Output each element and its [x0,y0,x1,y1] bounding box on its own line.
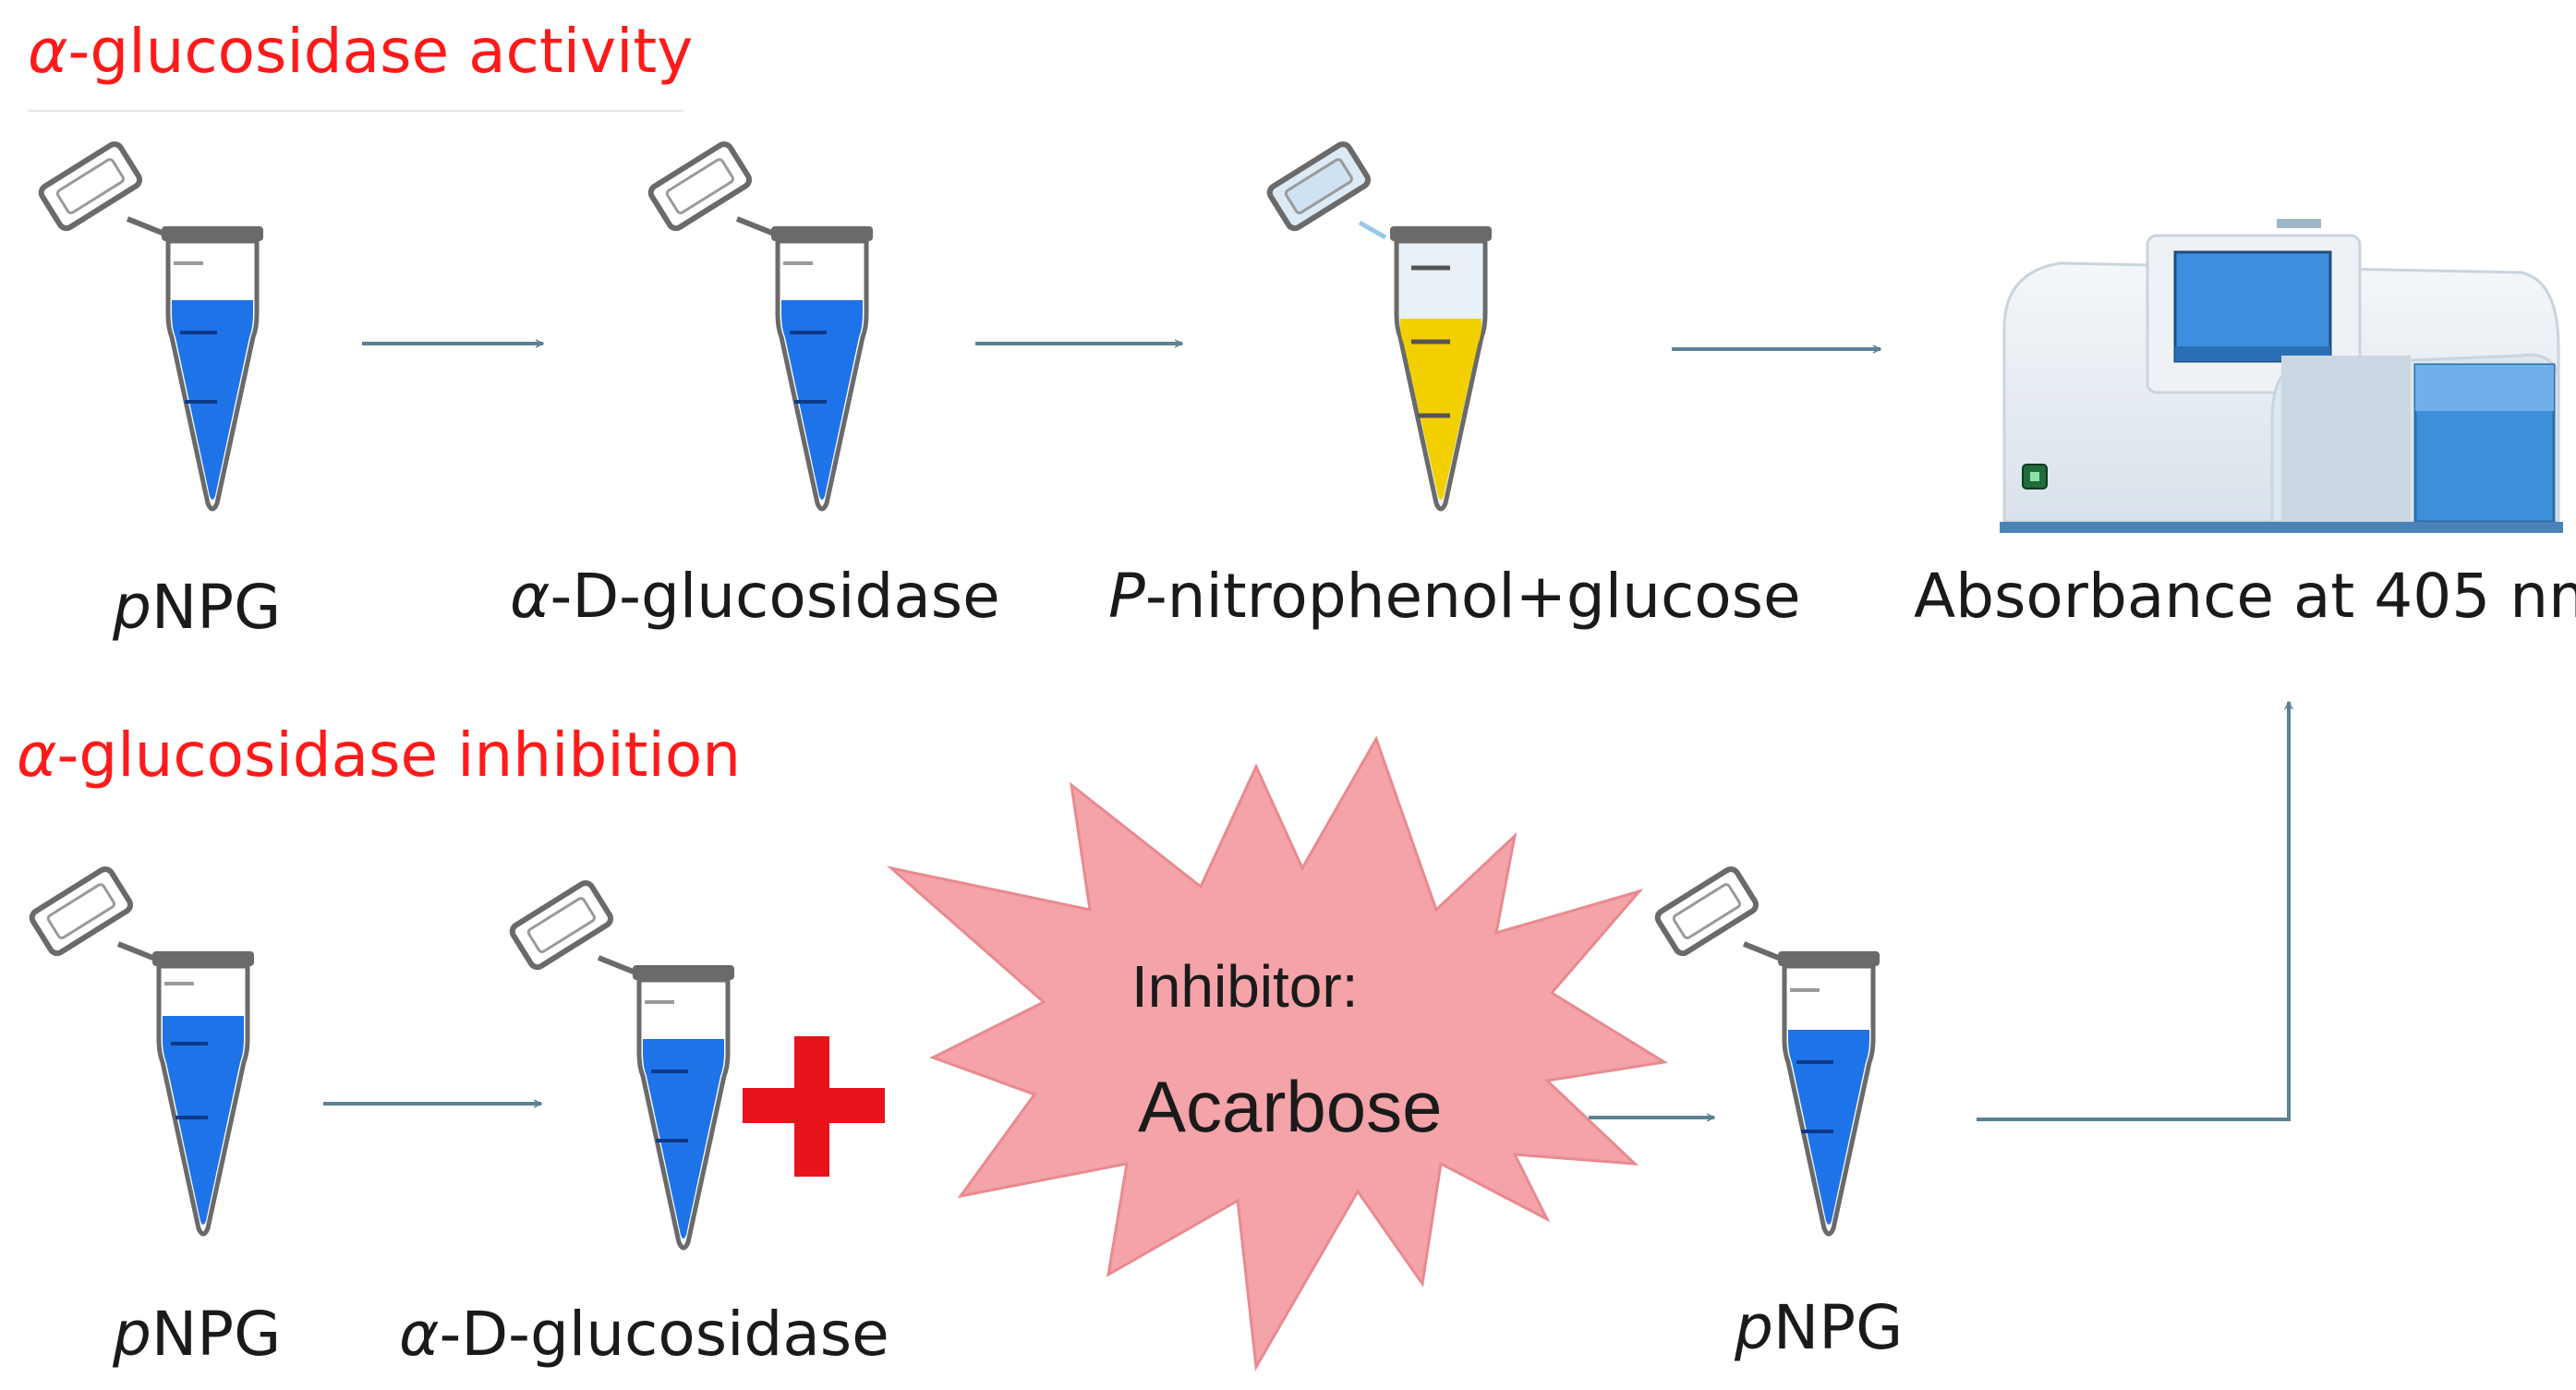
activity-title: α-glucosidase activity [28,16,693,87]
label-absorbance: Absorbance at 405 nm [1914,561,2576,632]
inhibitor-name: Acarbose [1138,1066,1443,1147]
tube-enzyme-activity [648,141,873,509]
inhibition-title: α-glucosidase inhibition [17,719,741,791]
label-pnpg-activity: pNPG [112,572,281,643]
label-pnpg-result: pNPG [1734,1292,1903,1363]
tube-pnpg-activity [39,141,263,509]
label-enzyme-inhibition: α-D-glucosidase [399,1299,889,1370]
microplate-reader-icon [2000,219,2563,533]
label-product-activity: P-nitrophenol+glucose [1108,561,1801,632]
plus-icon [743,1036,885,1177]
starburst-icon [886,735,1669,1372]
inhibitor-label: Inhibitor: [1131,953,1358,1020]
tube-pnpg-inhibition [30,866,254,1234]
label-enzyme-activity: α-D-glucosidase [510,561,1000,632]
tube-enzyme-inhibition [510,880,734,1248]
tube-product-activity [1266,141,1492,512]
label-pnpg-inhibition: pNPG [112,1299,281,1370]
tube-pnpg-result [1655,866,1880,1234]
arrow-to-reader [1977,702,2289,1121]
